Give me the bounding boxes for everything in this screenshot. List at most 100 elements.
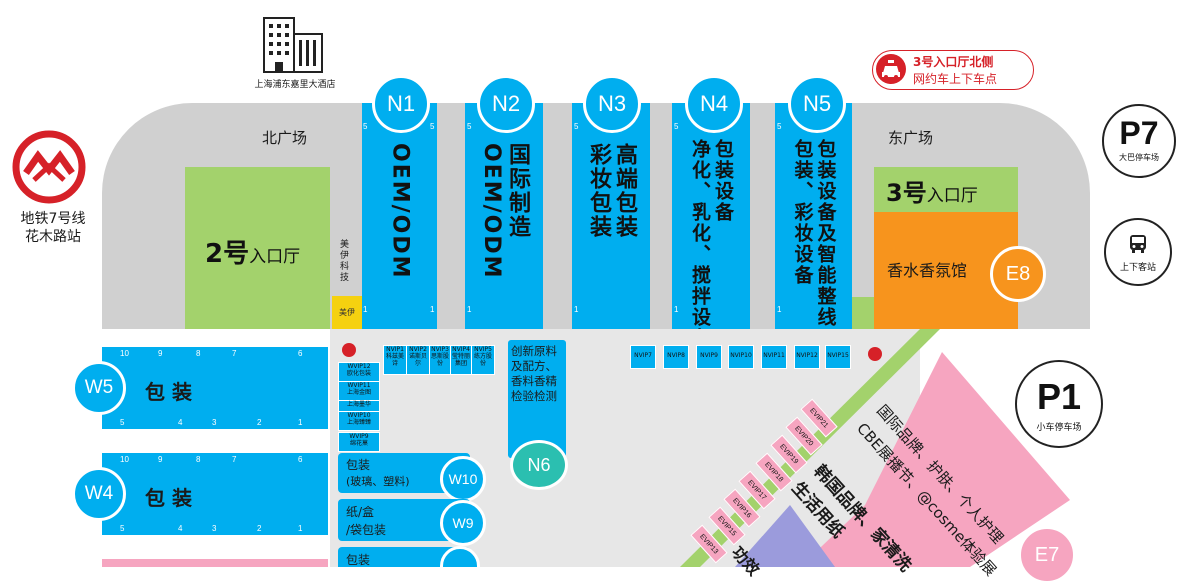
bus-stop[interactable]: 上下客站 — [1104, 218, 1172, 286]
meiyi-label: 美伊科技 — [340, 240, 350, 283]
booth-number: 5 — [674, 122, 679, 131]
hall-w10-badge[interactable]: W10 — [440, 456, 486, 502]
vip-name: 上海金图 — [346, 389, 371, 396]
hall-w3-edge — [102, 559, 328, 567]
hall-n3-id: N3 — [597, 91, 627, 116]
hall-n4[interactable]: 包装设备净化、乳化、搅拌设备 — [672, 103, 750, 349]
booth-number: 1 — [467, 305, 472, 314]
hall-w10-line1: 包装 — [346, 458, 371, 472]
vip-booth-nvip10[interactable]: NVIP10 — [728, 345, 754, 369]
booth-number: 7 — [232, 349, 237, 358]
entrance-3-text: 入口厅 — [926, 186, 978, 206]
east-plaza-label: 东广场 — [888, 129, 934, 147]
metro-station: 花木路站 — [25, 229, 81, 245]
hall-e7-id: E7 — [1034, 543, 1060, 566]
north-plaza-label: 北广场 — [262, 129, 308, 147]
hall-n5[interactable]: 包装设备及智能整线包装、彩妆设备 — [775, 103, 852, 329]
entrance-3-hall[interactable] — [874, 167, 1018, 212]
hall-w4-label: 包 装 — [145, 486, 192, 510]
bus-stop-label: 上下客站 — [1119, 263, 1156, 273]
hall-e8-id: E8 — [1005, 262, 1031, 285]
vip-booth-nvip15[interactable]: NVIP15 — [825, 345, 851, 369]
booth-number: 8 — [196, 455, 201, 464]
hall-w8[interactable]: 包装 — [338, 547, 470, 567]
hall-w9-badge[interactable]: W9 — [440, 500, 486, 546]
parking-p7-code: P7 — [1119, 115, 1159, 151]
vip-id: WVIP10 — [347, 412, 371, 419]
hall-w4[interactable] — [102, 453, 328, 535]
hall-n2-id: N2 — [491, 91, 521, 116]
hotel-label: 上海浦东嘉里大酒店 — [254, 80, 336, 90]
hall-n1-badge[interactable]: N1 — [372, 75, 430, 133]
vip-booth-nvip9[interactable]: NVIP9 — [696, 345, 722, 369]
hall-n6-id: N6 — [527, 454, 551, 475]
parking-p1[interactable]: P1 小车停车场 — [1015, 360, 1103, 448]
vip-booth-nvip11[interactable]: NVIP11 — [761, 345, 787, 369]
hall-w8-badge[interactable] — [440, 546, 480, 567]
hall-n2-badge[interactable]: N2 — [477, 75, 535, 133]
booth-number: 5 — [120, 524, 125, 533]
vip-name: 科兹美诗 — [385, 353, 404, 367]
vip-id: NVIP3 — [431, 346, 449, 353]
vip-booth-nvip12[interactable]: NVIP12 — [794, 345, 820, 369]
hotel-icon — [262, 12, 324, 74]
booth-number: 1 — [298, 418, 303, 427]
hall-n4-badge[interactable]: N4 — [685, 75, 743, 133]
booth-number: 5 — [363, 122, 368, 131]
hall-n1[interactable]: OEM/ODM — [362, 103, 437, 329]
hall-w4-id: W4 — [84, 483, 114, 504]
vip-name: 思斯股份 — [430, 353, 449, 367]
hall-e7-badge[interactable]: E7 — [1018, 526, 1076, 584]
entrance-3-number: 3号 — [886, 179, 927, 207]
taxi-line1: 3号入口厅北侧 — [913, 55, 994, 69]
entrance-2-hall[interactable] — [185, 167, 330, 329]
hall-n4-text1: 包装设备 — [712, 139, 734, 223]
booth-number: 1 — [430, 305, 435, 314]
hall-w10-id: W10 — [448, 471, 478, 487]
hall-n5-text1: 包装设备及智能整线 — [814, 139, 837, 328]
booth-number: 1 — [574, 305, 579, 314]
hall-w10-line2: (玻璃、塑料) — [346, 475, 410, 488]
vip-id: WVIP11 — [347, 382, 371, 389]
meiyi-booth[interactable]: 美伊 — [332, 296, 362, 329]
booth-number: 5 — [430, 122, 435, 131]
hall-w5-id: W5 — [84, 377, 114, 398]
parking-p7[interactable]: P7 大巴停车场 — [1102, 104, 1176, 178]
hall-w5[interactable] — [102, 347, 328, 429]
hall-n5-badge[interactable]: N5 — [788, 75, 846, 133]
vip-name: 练方股份 — [473, 353, 492, 367]
hall-n6[interactable]: 创新原料及配方、香料香精检验检测 — [508, 340, 566, 458]
vip-name: 诺斯贝尔 — [408, 353, 427, 367]
vip-booth-nvip7[interactable]: NVIP7 — [630, 345, 656, 369]
booth-number: 10 — [120, 455, 129, 464]
vip-name: 上海臻臻 — [346, 419, 371, 426]
booth-number: 6 — [298, 349, 303, 358]
hall-n3-badge[interactable]: N3 — [583, 75, 641, 133]
hall-n6-badge[interactable]: N6 — [510, 440, 568, 490]
booth-number: 1 — [298, 524, 303, 533]
hall-e8-label: 香水香氛馆 — [887, 261, 968, 280]
hall-w5-badge[interactable]: W5 — [72, 361, 126, 415]
booth-number: 8 — [196, 349, 201, 358]
restroom-icon — [868, 347, 882, 361]
hall-e8-badge[interactable]: E8 — [990, 246, 1046, 302]
hall-n6-label: 创新原料及配方、香料香精检验检测 — [511, 344, 557, 403]
hall-w8-line1: 包装 — [346, 553, 371, 567]
vip-booth-nvip8[interactable]: NVIP8 — [663, 345, 689, 369]
hall-n1-text: OEM/ODM — [387, 143, 413, 280]
hall-n3[interactable]: 高端包装彩妆包装 — [572, 103, 650, 329]
taxi-line2: 网约车上下车点 — [913, 72, 998, 86]
hall-w4-badge[interactable]: W4 — [72, 467, 126, 521]
booth-number: 1 — [363, 305, 368, 314]
booth-number: 3 — [212, 524, 217, 533]
